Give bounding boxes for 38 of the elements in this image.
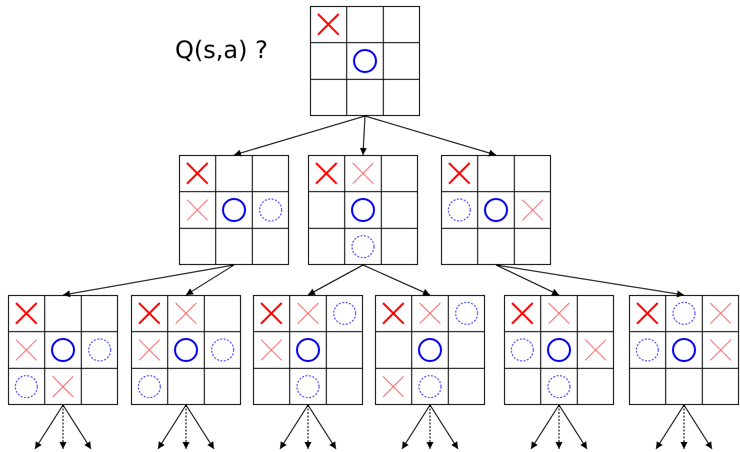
arrow <box>304 404 312 450</box>
arrow <box>308 264 364 296</box>
tic-tac-toe-board <box>441 155 551 265</box>
arrow <box>680 404 688 450</box>
arrow <box>34 404 64 450</box>
tic-tac-toe-board <box>253 295 363 405</box>
arrow <box>426 404 434 450</box>
arrow <box>182 404 190 450</box>
q-value-label: Q(s,a) ? <box>175 36 268 64</box>
arrow <box>158 404 186 450</box>
arrow <box>60 404 66 450</box>
arrow <box>656 404 684 450</box>
tic-tac-toe-board <box>308 155 418 265</box>
tic-tac-toe-board <box>504 295 614 405</box>
arrow <box>62 264 234 298</box>
arrow <box>280 404 308 450</box>
arrow <box>62 404 92 450</box>
arrow <box>430 404 458 450</box>
arrow <box>186 404 214 450</box>
arrow <box>234 116 366 156</box>
tic-tac-toe-board <box>629 295 739 405</box>
tic-tac-toe-board <box>310 6 420 116</box>
arrow <box>186 264 234 296</box>
tic-tac-toe-board <box>8 295 118 405</box>
arrow <box>364 116 496 156</box>
arrow <box>402 404 430 450</box>
arrow <box>360 116 367 156</box>
arrow <box>362 264 430 296</box>
tic-tac-toe-board <box>131 295 241 405</box>
arrow <box>530 404 560 450</box>
tic-tac-toe-board <box>179 155 289 265</box>
arrow <box>556 404 562 450</box>
arrow <box>308 404 336 450</box>
arrow <box>558 404 588 450</box>
arrow <box>496 264 684 298</box>
arrow <box>496 264 560 296</box>
arrow <box>684 404 712 450</box>
tic-tac-toe-board <box>375 295 485 405</box>
